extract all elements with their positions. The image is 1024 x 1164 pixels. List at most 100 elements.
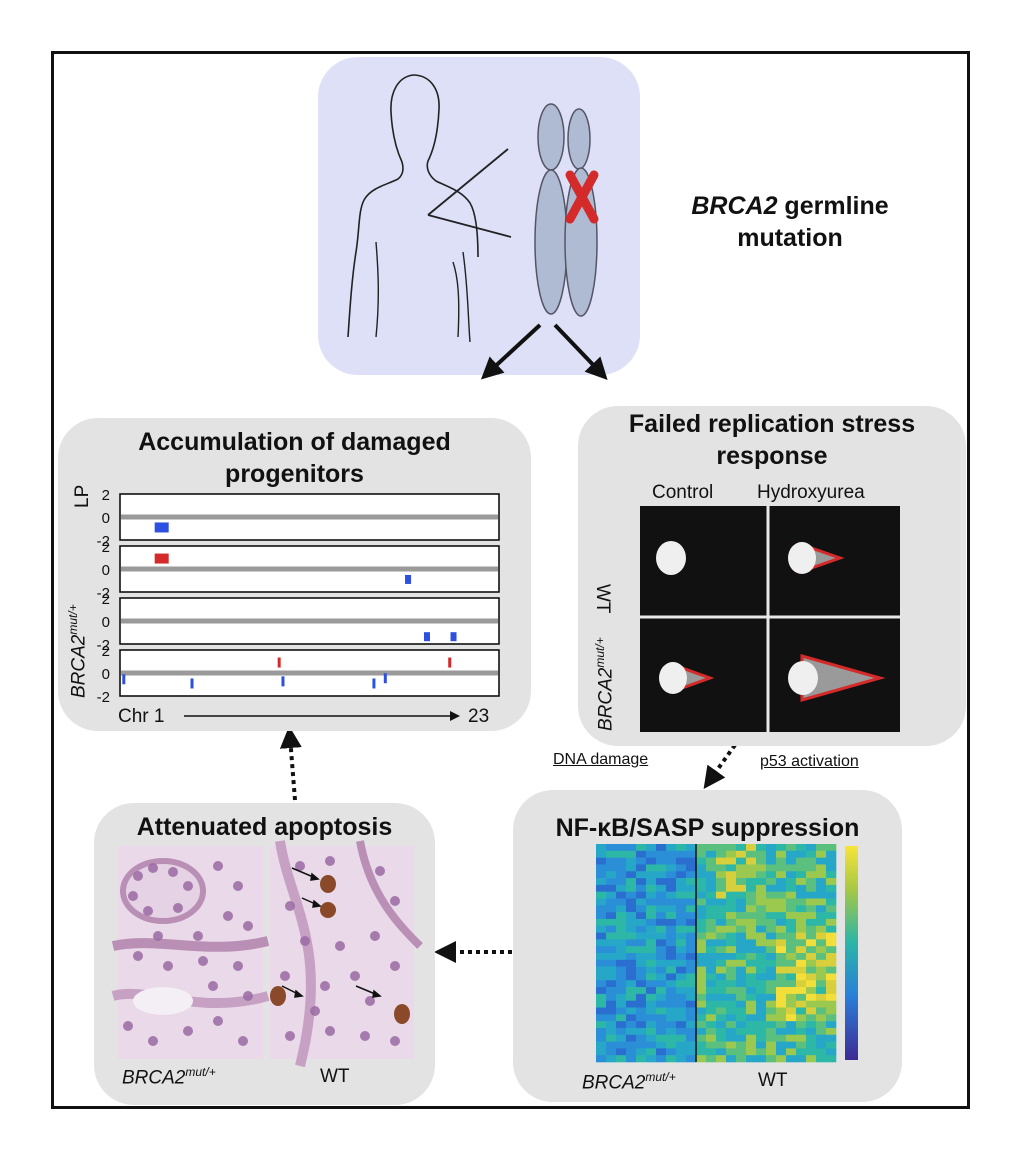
heatmap-cell [616, 993, 627, 1001]
heatmap-cell [786, 1048, 797, 1056]
heatmap-cell [726, 966, 737, 974]
heatmap-cell [786, 912, 797, 920]
heatmap-cell [816, 1034, 827, 1042]
heatmap-cell [736, 1021, 747, 1029]
heatmap-cell [716, 1021, 727, 1029]
heatmap-cell [666, 1007, 677, 1015]
heatmap-cell [776, 844, 787, 852]
heatmap-cell [616, 1021, 627, 1029]
heatmap-cell [736, 1048, 747, 1056]
heatmap-cell [706, 966, 717, 974]
heatmap-cell [626, 912, 637, 920]
heatmap-cell [616, 939, 627, 947]
heatmap-cell [626, 980, 637, 988]
heatmap-cell [796, 864, 807, 872]
heatmap-cell [716, 905, 727, 913]
heatmap-cell [786, 1034, 797, 1042]
heatmap-cell [746, 1000, 757, 1008]
heatmap-cell [776, 973, 787, 981]
heatmap-cell [666, 993, 677, 1001]
heatmap-cell [636, 1055, 647, 1063]
heatmap-cell [736, 1014, 747, 1022]
heatmap-cell [746, 946, 757, 954]
heatmap-cell [666, 959, 677, 967]
heatmap-cell [756, 973, 767, 981]
heatmap-cell [616, 864, 627, 872]
heatmap-cell [636, 966, 647, 974]
heatmap-cell [756, 966, 767, 974]
heatmap-cell [816, 1021, 827, 1029]
heatmap-cell [816, 844, 827, 852]
heatmap-cell [656, 980, 667, 988]
heatmap-cell [736, 1000, 747, 1008]
heatmap-cell [816, 959, 827, 967]
heatmap-cell [726, 905, 737, 913]
heatmap-cell [806, 891, 817, 899]
heatmap-cell [626, 939, 637, 947]
heatmap-cell [656, 884, 667, 892]
heatmap-cell [746, 905, 757, 913]
heatmap-cell [786, 864, 797, 872]
heatmap-cell [716, 993, 727, 1001]
heatmap-cell [696, 939, 707, 947]
heatmap-cell [816, 1000, 827, 1008]
cnv-track [119, 649, 500, 697]
heatmap-cell [726, 953, 737, 961]
heatmap-cell [606, 1055, 617, 1063]
heatmap-cell [646, 1021, 657, 1029]
heatmap-cell [686, 932, 697, 940]
heatmap-cell [686, 1034, 697, 1042]
replication-title-line2: response [716, 442, 828, 470]
heatmap-cell [656, 987, 667, 995]
heatmap-cell [746, 939, 757, 947]
heatmap-cell [676, 1027, 687, 1036]
heatmap-cell [656, 946, 667, 954]
heatmap-cell [696, 959, 707, 967]
heatmap-cell [646, 850, 657, 858]
heatmap-cell [776, 1048, 787, 1056]
heatmap-cell [826, 878, 837, 886]
heatmap-cell [706, 946, 717, 954]
heatmap-cell [766, 905, 777, 913]
heatmap-cell [736, 864, 747, 872]
heatmap-cell [766, 1041, 777, 1049]
heatmap-cell [636, 946, 647, 954]
heatmap-cell [636, 959, 647, 967]
heatmap-cell [806, 987, 817, 995]
heatmap-cell [716, 1027, 727, 1036]
heatmap-cell [756, 1041, 767, 1049]
heatmap-cell [676, 884, 687, 892]
p53-activation-link[interactable]: p53 activation [760, 753, 859, 770]
heatmap-cell [796, 953, 807, 961]
heatmap-cell [766, 925, 777, 933]
heatmap-cell [676, 1041, 687, 1049]
heatmap-cell [776, 925, 787, 933]
heatmap-cell [616, 1048, 627, 1056]
heatmap-cell [816, 878, 827, 886]
heatmap-cell [726, 891, 737, 899]
apop-gene-sup: mut/+ [185, 1065, 216, 1079]
heatmap-cell [776, 953, 787, 961]
heatmap-cell [776, 864, 787, 872]
germline-title-rest: germline [777, 192, 889, 220]
heatmap-cell [676, 993, 687, 1001]
heatmap-cell [816, 857, 827, 865]
heatmap-cell [606, 966, 617, 974]
heatmap-cell [826, 884, 837, 892]
cnv-plot: 20-220-220-220-2 [97, 487, 500, 706]
heatmap-cell [626, 844, 637, 852]
heatmap-cell [686, 844, 697, 852]
heatmap-cell [626, 966, 637, 974]
heatmap-cell [646, 898, 657, 906]
heatmap-cell [706, 925, 717, 933]
heatmap-cell [806, 884, 817, 892]
heatmap-cell [626, 1000, 637, 1008]
dna-damage-link[interactable]: DNA damage [553, 751, 649, 768]
heatmap-cell [686, 1007, 697, 1015]
cnv-track [119, 545, 500, 593]
heatmap-cell [726, 946, 737, 954]
heatmap-cell [716, 959, 727, 967]
heatmap-cell [696, 993, 707, 1001]
heatmap-cell [716, 1055, 727, 1063]
heatmap-cell [696, 973, 707, 981]
